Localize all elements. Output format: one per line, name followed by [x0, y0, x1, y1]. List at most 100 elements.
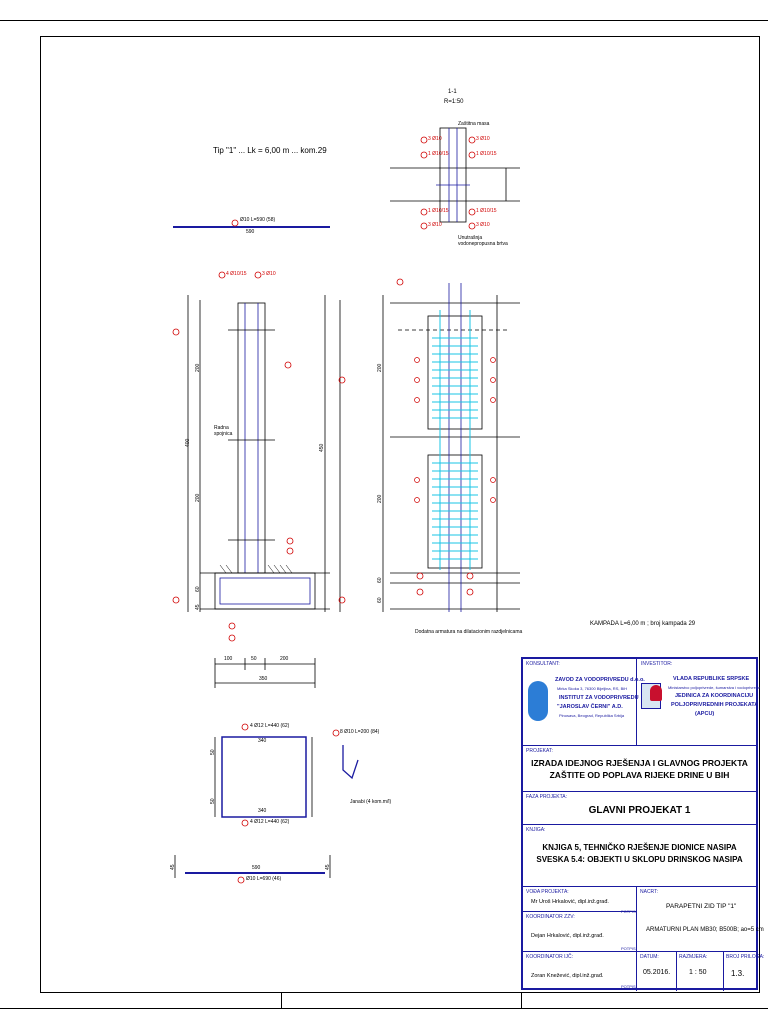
- nacrt-label: NACRT:: [640, 889, 658, 895]
- divider: [636, 951, 758, 952]
- section-bar-label: 3 Ø10: [428, 222, 442, 228]
- broj-value: 1.3.: [731, 969, 745, 978]
- konsultant-name2: INSTITUT ZA VODOPRIVREDU: [559, 695, 639, 701]
- koordinator-ijc-name: Zoran Knežević, dipl.inž.građ.: [531, 973, 604, 979]
- dim-bottom: 200: [280, 656, 289, 662]
- konsultant-label: KONSULTANT:: [526, 661, 560, 667]
- section-bar-label: 3 Ø10: [476, 222, 490, 228]
- stirrup-top-label: 4 Ø12 L=440 (62): [250, 723, 290, 729]
- investitor-name5: (APCU): [695, 711, 715, 717]
- nacrt-line2: ARMATURNI PLAN MB30; B500B; ao=5 cm: [646, 927, 764, 933]
- projekat-line1: IZRADA IDEJNOG RJEŠENJA I GLAVNOG PROJEK…: [531, 758, 748, 768]
- razmjera-value: 1 : 50: [689, 969, 707, 976]
- frame-tick: [281, 993, 282, 1009]
- bottom-bar-side: 45: [170, 864, 176, 870]
- faza-label: FAZA PROJEKTA:: [526, 794, 568, 800]
- section-bar-label: 1 Ø10/15: [428, 208, 449, 214]
- stirrup-shape: [214, 736, 313, 818]
- dim-height: 200: [377, 494, 383, 503]
- projekat-line2: ZAŠTITE OD POPLAVA RIJEKE DRINE U BIH: [549, 770, 730, 780]
- bottom-bar-side: 45: [325, 864, 331, 870]
- potpis-label: POTPIS: [621, 984, 636, 989]
- dim-height: 450: [319, 443, 325, 452]
- label-janabi: Janabi (4 kom.m/l): [350, 799, 392, 805]
- koordinator-ijc-label: KOORDINATOR IJČ:: [526, 954, 574, 960]
- hook-shape: [342, 745, 359, 780]
- stirrup-side-dim: 50: [210, 749, 216, 755]
- label-zastitna: Zaštitna masa: [458, 121, 490, 127]
- section-bar-label: 1 Ø10/15: [428, 151, 449, 157]
- divider: [636, 887, 637, 991]
- sheet-top-line: [0, 20, 768, 21]
- koordinator-zzv-name: Dejan Hrkalović, dipl.inž.građ.: [531, 933, 604, 939]
- section-bar-label: 3 Ø10: [476, 136, 490, 142]
- stirrup-side-dim: 50: [210, 798, 216, 804]
- label-unutrasnja: Unutrašnja vodonepropusna brtva: [458, 235, 508, 247]
- top-bar-dim: 590: [246, 229, 255, 235]
- konsultant-addr1: Mirka Skoka 3, 76300 Bijeljina, RS, BiH: [557, 686, 628, 691]
- divider: [723, 951, 724, 991]
- faza-row: FAZA PROJEKTA: GLAVNI PROJEKAT 1: [523, 791, 756, 824]
- razmjera-label: RAZMJERA:: [679, 954, 708, 960]
- dim-height: 200: [377, 363, 383, 372]
- title-block: KONSULTANT: INVESTITOR: ZAVOD ZA VODOPRI…: [521, 657, 764, 991]
- investitor-name4: POLJOPRIVREDNIH PROJEKATA: [671, 702, 759, 708]
- stirrup-bot-label: 4 Ø12 L=440 (62): [250, 819, 290, 825]
- projekat-label: PROJEKAT:: [526, 748, 553, 754]
- dim-height: 60: [377, 577, 383, 583]
- section-bar-label: 1 Ø10/15: [476, 151, 497, 157]
- datum-value: 05.2016.: [643, 969, 671, 976]
- divider: [523, 911, 636, 912]
- bottom-bar-dim: 590: [252, 865, 261, 871]
- dim-bottom: 50: [251, 656, 257, 662]
- section-1-1: [390, 127, 520, 223]
- broj-label: BROJ PRILOGA:: [726, 954, 765, 960]
- vodja-name: Mr Uroš Hrkalović, dipl.inž.građ.: [531, 899, 609, 905]
- knjiga-row: KNJIGA: KNJIGA 5, TEHNIČKO RJEŠENJE DION…: [523, 824, 756, 886]
- coat-of-arms-icon: [650, 685, 662, 701]
- dim-height: 60: [195, 586, 201, 592]
- datum-label: DATUM:: [640, 954, 659, 960]
- zavod-logo-icon: [528, 681, 548, 721]
- section-title: 1-1: [448, 89, 457, 95]
- divider: [676, 951, 677, 991]
- bottom-bar-label: Ø10 L=690 (46): [246, 876, 282, 882]
- projekat-row: PROJEKAT: IZRADA IDEJNOG RJEŠENJA I GLAV…: [523, 745, 756, 791]
- faza-value: GLAVNI PROJEKAT 1: [588, 805, 691, 816]
- konsultant-addr2: Pinosava, Beograd, Republika Srbija: [559, 713, 625, 718]
- investitor-name3: JEDINICA ZA KOORDINACIJU: [675, 693, 754, 699]
- dim-height: 200: [195, 363, 201, 372]
- bar-label: 4 Ø10/15: [226, 271, 247, 277]
- dim-bottom: 100: [224, 656, 233, 662]
- dim-height: 400: [185, 438, 191, 447]
- potpis-label: POTPIS: [621, 909, 636, 914]
- konsultant-name1: ZAVOD ZA VODOPRIVREDU d.o.o.: [555, 677, 645, 683]
- dim-height: 200: [195, 493, 201, 502]
- konsultant-name3: "JAROSLAV ČERNI" A.D.: [557, 704, 623, 710]
- investitor-name2: Ministarstvo poljoprivrede, šumarstva i …: [668, 685, 761, 690]
- koordinator-zzv-label: KOORDINATOR ZZV:: [526, 914, 575, 920]
- wall-elevation: [187, 295, 341, 688]
- knjiga-line1: KNJIGA 5, TEHNIČKO RJEŠENJE DIONICE NASI…: [542, 843, 737, 852]
- label-dodatna: Dodatna armatura na dilatacionim razdjel…: [415, 629, 523, 635]
- knjiga-label: KNJIGA:: [526, 827, 546, 833]
- vodja-label: VOĐA PROJEKTA:: [526, 889, 569, 895]
- frame-tick: [521, 993, 522, 1009]
- dim-height: 60: [377, 597, 383, 603]
- knjiga-line2: SVESKA 5.4: OBJEKTI U SKLOPU DRINSKOG NA…: [536, 855, 743, 864]
- section-scale: R=1:50: [444, 99, 464, 105]
- investitor-name1: VLADA REPUBLIKE SRPSKE: [673, 676, 750, 682]
- divider: [636, 659, 637, 745]
- investitor-label: INVESTITOR:: [641, 661, 673, 667]
- people-rows: VOĐA PROJEKTA: Mr Uroš Hrkalović, dipl.i…: [523, 886, 764, 991]
- bar-label: 3 Ø10: [262, 271, 276, 277]
- wall-plan: [382, 283, 520, 612]
- top-bar-label: Ø10 L=590 (58): [240, 217, 276, 223]
- potpis-label: POTPIS: [621, 946, 636, 951]
- dim-height: 45: [195, 604, 201, 610]
- sheet-bottom-line: [0, 1008, 768, 1009]
- nacrt-line1: PARAPETNI ZID TIP "1": [666, 903, 737, 910]
- section-bar-label: 3 Ø10: [428, 136, 442, 142]
- stirrup-dim-bottom: 340: [258, 808, 267, 814]
